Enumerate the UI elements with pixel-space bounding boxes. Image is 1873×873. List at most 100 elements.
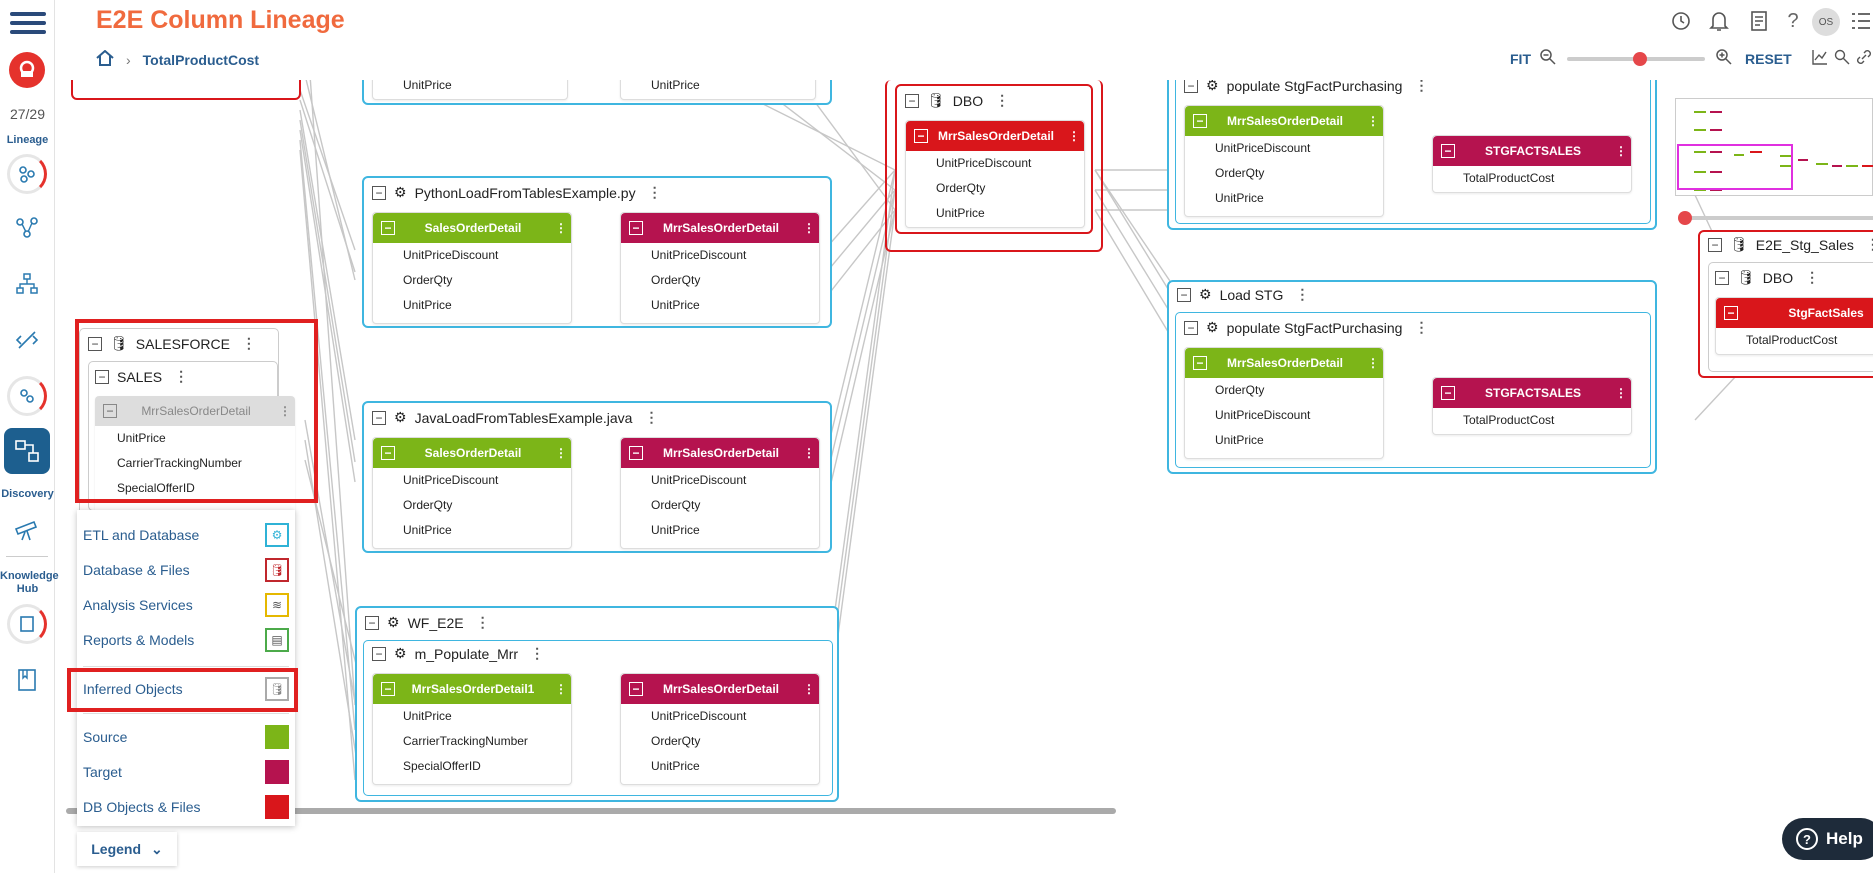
legend-toggle-button[interactable]: Legend⌄ [77,832,177,866]
db-table[interactable]: −StgFactSales TotalProductCost [1715,297,1873,355]
app-logo-icon[interactable] [9,52,45,88]
collapse-toggle[interactable]: − [629,221,643,235]
column-item[interactable]: SpecialOfferID [403,759,481,773]
chart-view-icon[interactable] [1811,49,1828,68]
collapse-toggle[interactable]: − [1441,386,1455,400]
target-table[interactable]: −MrrSalesOrderDetail⋮ UnitPriceDiscount … [620,212,820,324]
populate-stg-group[interactable]: −⚙populate StgFactPurchasing⋮ −MrrSalesO… [1175,312,1651,468]
hierarchy-icon[interactable] [7,264,47,304]
collapse-toggle[interactable]: − [1708,237,1722,252]
kebab-menu-icon[interactable]: ⋮ [995,92,1010,108]
column-item[interactable]: UnitPriceDiscount [1215,141,1311,155]
column-item[interactable]: OrderQty [1215,166,1265,180]
inferred-table[interactable]: −MrrSalesOrderDetail⋮ UnitPrice CarrierT… [95,396,295,516]
dbo-schema-group[interactable]: −🛢DBO⋮ −MrrSalesOrderDetail⋮ UnitPriceDi… [895,84,1093,234]
top-left-dbobject-box[interactable] [71,80,301,100]
collapse-toggle[interactable]: − [381,446,395,460]
column-item[interactable]: TotalProductCost [1463,171,1555,185]
column-item[interactable]: OrderQty [936,181,986,195]
kebab-menu-icon[interactable]: ⋮ [647,184,662,200]
target-table[interactable]: −MrrSalesOrderDetail⋮ UnitPriceDiscount … [620,437,820,549]
collapse-toggle[interactable]: − [1193,356,1207,370]
populate-stg-group[interactable]: −⚙populate StgFactPurchasing⋮ −MrrSalesO… [1175,80,1651,224]
impact-analysis-icon[interactable] [7,376,47,416]
kebab-menu-icon[interactable]: ⋮ [1414,80,1429,93]
kebab-menu-icon[interactable]: ⋮ [174,368,189,384]
zoom-in-icon[interactable] [1715,48,1733,69]
collapse-toggle[interactable]: − [372,410,386,425]
home-icon[interactable] [96,49,114,69]
column-item[interactable]: UnitPrice [403,298,452,312]
hamburger-menu-icon[interactable] [10,12,46,40]
kebab-menu-icon[interactable]: ⋮ [803,221,815,235]
collapse-toggle[interactable]: − [95,369,109,384]
db-table[interactable]: −MrrSalesOrderDetail⋮ UnitPriceDiscount … [905,120,1085,228]
top-target-table[interactable]: UnitPrice [620,80,816,100]
mapping-group[interactable]: −⚙m_Populate_Mrr⋮ −MrrSalesOrderDetail1⋮… [363,640,833,796]
reset-button[interactable]: RESET [1745,50,1792,67]
collapse-toggle[interactable]: − [372,185,386,200]
python-process-group[interactable]: −⚙PythonLoadFromTablesExample.py⋮ −Sales… [362,176,832,328]
link-icon[interactable] [1856,49,1872,68]
horizontal-scrollbar[interactable] [66,808,1116,814]
column-item[interactable]: UnitPrice [117,431,166,445]
column-item[interactable]: UnitPriceDiscount [403,473,499,487]
column-item[interactable]: UnitPriceDiscount [936,156,1032,170]
kebab-menu-icon[interactable]: ⋮ [555,221,567,235]
fit-button[interactable]: FIT [1510,50,1531,67]
kebab-menu-icon[interactable]: ⋮ [1068,129,1080,143]
column-item[interactable]: UnitPrice [1215,433,1264,447]
task-list-icon[interactable] [1848,8,1873,34]
source-table[interactable]: −MrrSalesOrderDetail⋮ OrderQty UnitPrice… [1184,347,1384,459]
target-table[interactable]: −STGFACTSALES⋮ TotalProductCost [1432,135,1632,193]
column-item[interactable]: OrderQty [651,273,701,287]
history-icon[interactable] [1668,8,1694,34]
notification-bell-icon[interactable] [1706,8,1732,34]
breadcrumb-current[interactable]: TotalProductCost [142,51,260,68]
kebab-menu-icon[interactable]: ⋮ [1615,144,1627,158]
help-button[interactable]: ? Help [1782,818,1873,860]
load-stg-group[interactable]: −⚙Load STG⋮ −⚙populate StgFactPurchasing… [1167,280,1657,474]
zoom-slider-thumb[interactable] [1633,51,1647,66]
column-item[interactable]: UnitPrice [651,523,700,537]
collapse-toggle[interactable]: − [365,615,379,630]
collapse-toggle[interactable]: − [381,221,395,235]
column-item[interactable]: TotalProductCost [1463,413,1555,427]
etl-process-group[interactable]: −⚙populate StgFactPurchasing⋮ −MrrSalesO… [1167,80,1657,230]
collapse-toggle[interactable]: − [1724,306,1738,320]
collapse-toggle[interactable]: − [381,682,395,696]
column-item[interactable]: UnitPrice [936,206,985,220]
source-table[interactable]: −MrrSalesOrderDetail⋮ UnitPriceDiscount … [1184,105,1384,217]
column-item[interactable]: CarrierTrackingNumber [117,456,242,470]
schema-group[interactable]: −🛢DBO⋮ −StgFactSales TotalProductCost [1708,262,1873,372]
column-lineage-icon[interactable] [4,428,50,474]
column-item[interactable]: OrderQty [651,498,701,512]
salesforce-database-group[interactable]: −🛢SALESFORCE⋮ −SALES⋮ −MrrSalesOrderDeta… [79,328,295,518]
kebab-menu-icon[interactable]: ⋮ [475,614,490,630]
minimap-slider[interactable] [1678,211,1873,225]
column-item[interactable]: UnitPrice [651,80,700,92]
search-icon[interactable] [1834,49,1850,68]
knowledge-hub-icon[interactable] [7,604,47,644]
column-item[interactable]: UnitPriceDiscount [651,248,747,262]
code-lineage-icon[interactable] [7,320,47,360]
column-item[interactable]: UnitPrice [403,80,452,92]
book-icon[interactable] [7,660,47,700]
column-item[interactable]: OrderQty [1215,383,1265,397]
schema-group[interactable]: −SALES⋮ −MrrSalesOrderDetail⋮ UnitPrice … [88,361,295,516]
column-item[interactable]: UnitPriceDiscount [651,473,747,487]
column-item[interactable]: OrderQty [651,734,701,748]
collapse-toggle[interactable]: − [905,93,919,108]
column-item[interactable]: OrderQty [403,498,453,512]
e2e-stg-sales-group[interactable]: −🛢E2E_Stg_Sales⋮ −🛢DBO⋮ −StgFactSales To… [1698,230,1873,378]
collapse-toggle[interactable]: − [1193,114,1207,128]
kebab-menu-icon[interactable]: ⋮ [1414,319,1429,335]
column-item[interactable]: UnitPrice [1215,191,1264,205]
top-partial-group[interactable]: UnitPrice UnitPrice [362,80,832,105]
lineage-canvas[interactable]: UnitPrice UnitPrice −⚙PythonLoadFromTabl… [55,80,1873,820]
collapse-toggle[interactable]: − [1184,320,1198,335]
column-item[interactable]: UnitPriceDiscount [403,248,499,262]
document-icon[interactable] [1746,8,1772,34]
column-item[interactable]: UnitPriceDiscount [1215,408,1311,422]
column-item[interactable]: CarrierTrackingNumber [403,734,528,748]
